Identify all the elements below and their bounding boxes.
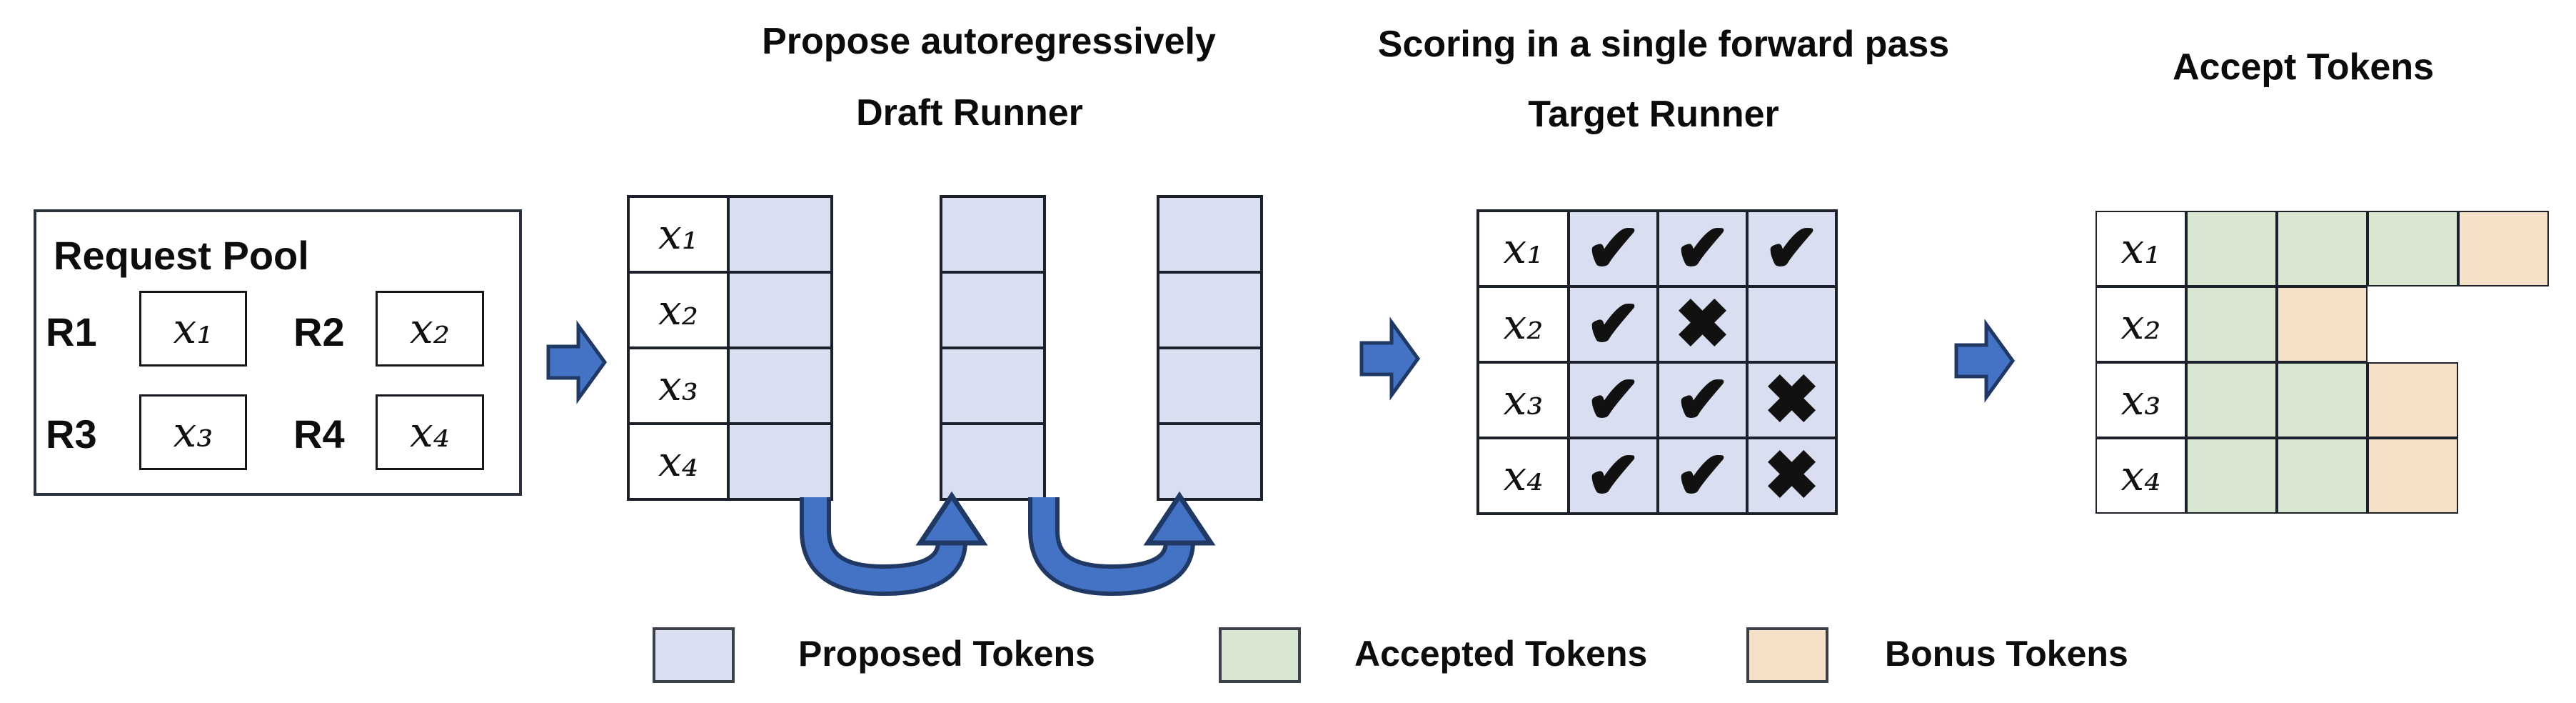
- cross-icon: ✖: [1763, 438, 1821, 514]
- score-cell: ✔: [1569, 362, 1658, 438]
- bonus-token-cell: [2368, 362, 2458, 438]
- check-icon: ✔: [1763, 211, 1821, 286]
- request-token-box-r2: x₂: [376, 291, 484, 367]
- proposed-token-cell: [728, 196, 832, 272]
- legend-label-proposed: Proposed Tokens: [798, 634, 1095, 674]
- draft-grid-iteration-3: [1158, 196, 1262, 499]
- score-cell: [1747, 286, 1836, 362]
- legend-label-bonus: Bonus Tokens: [1885, 634, 2128, 674]
- check-icon: ✔: [1584, 286, 1642, 362]
- check-icon: ✔: [1584, 362, 1642, 438]
- flow-arrow-icon: [1359, 316, 1421, 401]
- proposed-token-cell: [941, 196, 1045, 272]
- accepted-token-cell: [2186, 438, 2277, 514]
- accepted-token-cell: [2186, 286, 2277, 362]
- row-label: x₂: [1503, 300, 1544, 349]
- accepted-token-cell: [2277, 362, 2368, 438]
- bonus-token-cell: [2368, 438, 2458, 514]
- bonus-token-cell: [2277, 286, 2368, 362]
- accept-tokens-grid: x₁ x₂ x₃ x₄: [2095, 211, 2549, 514]
- token-label: x₂: [410, 304, 450, 353]
- proposed-token-cell: [941, 348, 1045, 424]
- legend-swatch-proposed: [653, 627, 735, 683]
- request-token-box-r4: x₄: [376, 394, 484, 470]
- draft-grid-iteration-1: x₁ x₂ x₃ x₄: [628, 196, 832, 499]
- cross-icon: ✖: [1763, 362, 1821, 438]
- token-label: x₃: [173, 408, 213, 457]
- accepted-token-cell: [2277, 438, 2368, 514]
- score-cell: ✖: [1658, 286, 1747, 362]
- score-cell: ✔: [1747, 211, 1836, 286]
- proposed-token-cell: [728, 424, 832, 499]
- proposed-token-cell: [941, 424, 1045, 499]
- score-cell: ✔: [1569, 438, 1658, 514]
- request-pool-box: Request Pool R1 x₁ R2 x₂ R3 x₃ R4 x₄: [34, 209, 522, 496]
- proposed-token-cell: [728, 348, 832, 424]
- row-label: x₃: [2120, 376, 2161, 424]
- score-cell: ✔: [1569, 286, 1658, 362]
- row-label: x₁: [1503, 224, 1544, 273]
- row-label: x₂: [658, 286, 698, 334]
- accept-step-title: Accept Tokens: [2172, 46, 2435, 88]
- check-icon: ✔: [1674, 211, 1731, 286]
- proposed-token-cell: [1158, 272, 1262, 348]
- proposed-token-cell: [728, 272, 832, 348]
- row-label: x₁: [2120, 224, 2161, 273]
- check-icon: ✔: [1674, 362, 1731, 438]
- accept-row: x₃: [2095, 362, 2549, 438]
- target-runner-title: Target Runner: [1528, 94, 1779, 135]
- request-id-r3: R3: [46, 412, 97, 457]
- cross-icon: ✖: [1674, 286, 1731, 362]
- request-id-r2: R2: [293, 309, 345, 354]
- propose-step-title: Propose autoregressively: [762, 21, 1216, 62]
- legend-swatch-accepted: [1219, 627, 1301, 683]
- request-token-box-r1: x₁: [139, 291, 247, 367]
- check-icon: ✔: [1584, 211, 1642, 286]
- accepted-token-cell: [2186, 211, 2277, 286]
- token-label: x₄: [410, 408, 450, 457]
- row-label: x₃: [658, 362, 698, 410]
- accepted-token-cell: [2277, 211, 2368, 286]
- flow-arrow-icon: [546, 320, 608, 404]
- scoring-step-title: Scoring in a single forward pass: [1377, 24, 1950, 65]
- accepted-token-cell: [2186, 362, 2277, 438]
- accept-row: x₁: [2095, 211, 2549, 286]
- request-token-box-r3: x₃: [139, 394, 247, 470]
- row-label: x₄: [2120, 452, 2161, 500]
- score-cell: ✖: [1747, 438, 1836, 514]
- proposed-token-cell: [1158, 348, 1262, 424]
- score-cell: ✔: [1569, 211, 1658, 286]
- request-pool-title: Request Pool: [54, 233, 309, 278]
- flow-arrow-icon: [1954, 319, 2016, 403]
- draft-grid-iteration-2: [941, 196, 1045, 499]
- row-label: x₂: [2120, 300, 2161, 349]
- score-cell: ✔: [1658, 438, 1747, 514]
- score-cell: ✔: [1658, 362, 1747, 438]
- score-cell: ✔: [1658, 211, 1747, 286]
- request-id-r1: R1: [46, 309, 97, 354]
- score-cell: ✖: [1747, 362, 1836, 438]
- row-label: x₁: [658, 210, 698, 259]
- row-label: x₄: [658, 437, 698, 486]
- legend-label-accepted: Accepted Tokens: [1354, 634, 1648, 674]
- target-scoring-grid: x₁ ✔ ✔ ✔ x₂ ✔ ✖ x₃ ✔ ✔ ✖ x₄ ✔ ✔ ✖: [1478, 211, 1836, 514]
- row-label: x₃: [1503, 376, 1544, 424]
- token-label: x₁: [173, 304, 213, 353]
- proposed-token-cell: [1158, 424, 1262, 499]
- legend-swatch-bonus: [1746, 627, 1828, 683]
- accept-row: x₄: [2095, 438, 2549, 514]
- loop-arrow-icon: [800, 491, 1216, 597]
- check-icon: ✔: [1584, 438, 1642, 514]
- proposed-token-cell: [1158, 196, 1262, 272]
- accept-row: x₂: [2095, 286, 2549, 362]
- check-icon: ✔: [1674, 438, 1731, 514]
- row-label: x₄: [1503, 452, 1544, 500]
- draft-runner-title: Draft Runner: [856, 92, 1083, 134]
- request-id-r4: R4: [293, 412, 345, 457]
- bonus-token-cell: [2458, 211, 2549, 286]
- proposed-token-cell: [941, 272, 1045, 348]
- accepted-token-cell: [2368, 211, 2458, 286]
